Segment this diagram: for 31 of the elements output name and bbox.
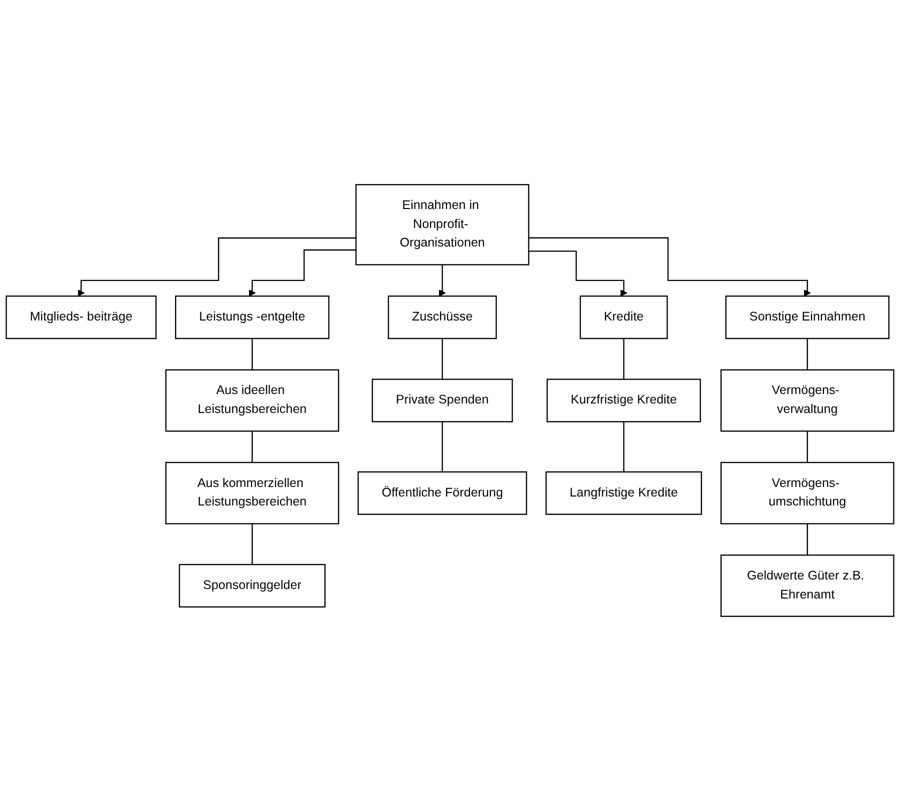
connector [623, 421, 624, 473]
node-box: Zuschüsse [388, 296, 497, 340]
node-box: Vermögens- verwaltung [720, 369, 894, 432]
connector [442, 421, 443, 473]
arrow [528, 237, 811, 296]
arrow [438, 264, 446, 296]
node-box: Öffentliche Förderung [358, 471, 528, 515]
node-box: Kredite [580, 296, 668, 340]
node-box: Einnahmen in Nonprofit- Organisationen [355, 184, 530, 266]
connector [252, 430, 253, 464]
node-box: Leistungs -entgelte [175, 296, 330, 340]
node-box: Private Spenden [372, 378, 513, 422]
arrow [528, 250, 628, 296]
node-box: Aus ideellen Leistungsbereichen [165, 369, 340, 432]
node-box: Sponsoringgelder [178, 564, 326, 608]
node-box: Langfristige Kredite [546, 471, 702, 515]
connector [806, 430, 808, 464]
connector [806, 523, 808, 556]
arrow [78, 237, 356, 296]
node-box: Mitglieds- beiträge [6, 296, 157, 340]
connector [806, 338, 808, 370]
node-box: Aus kommerziellen Leistungsbereichen [165, 462, 340, 524]
connector [623, 338, 624, 380]
node-box: Geldwerte Güter z.B. Ehrenamt [720, 554, 894, 617]
connector [252, 338, 253, 370]
arrow [248, 249, 356, 296]
node-box: Kurzfristige Kredite [546, 378, 701, 422]
connector [252, 523, 253, 566]
node-box: Vermögens- umschichtung [720, 462, 894, 524]
node-box: Sonstige Einnahmen [725, 296, 890, 340]
connector [442, 338, 443, 380]
